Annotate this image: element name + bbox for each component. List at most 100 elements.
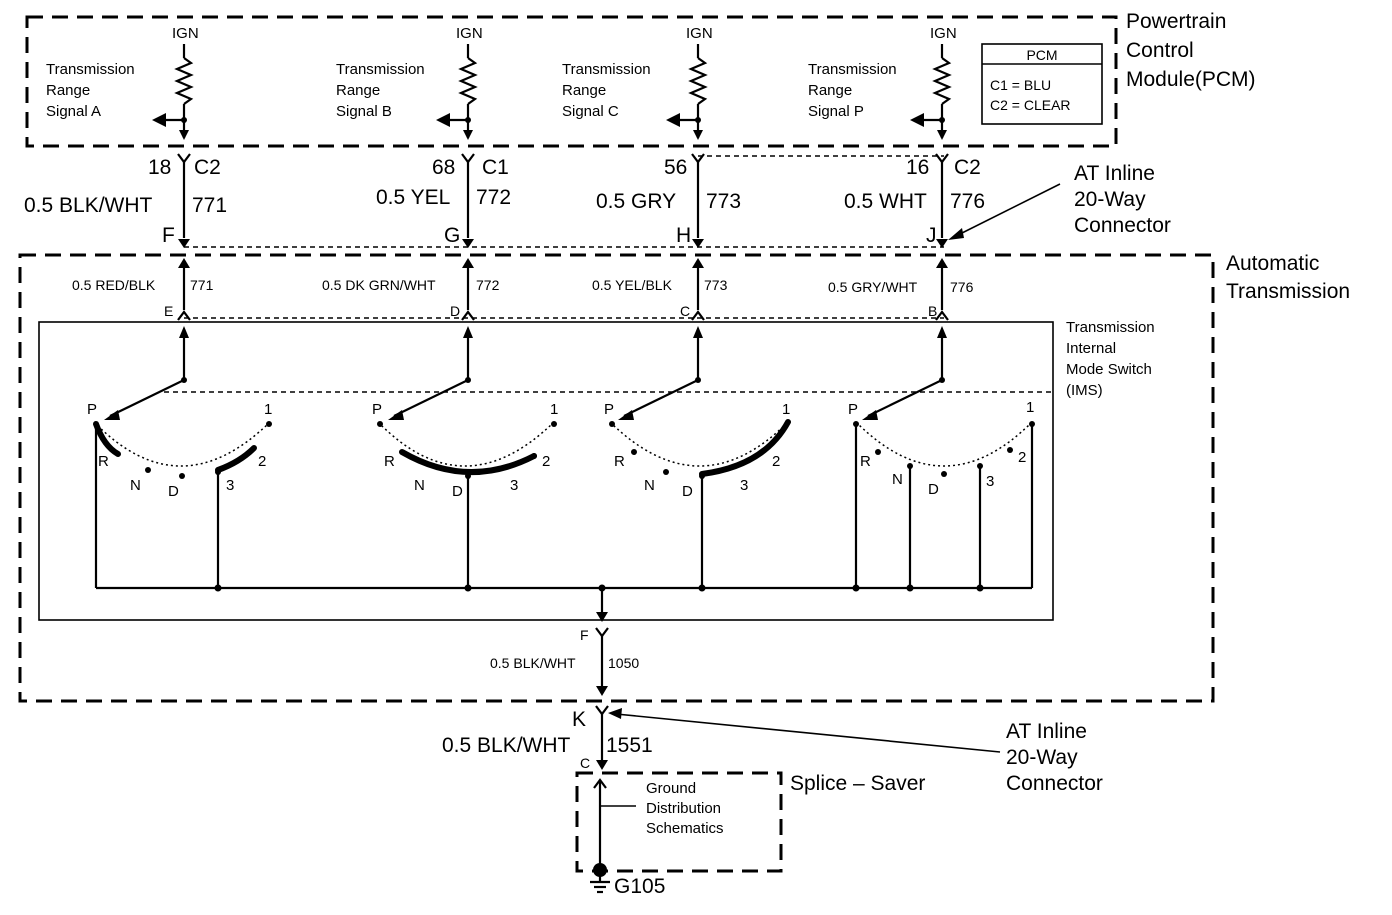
pcm-pin-row: 18 C2 68 C1 56 16 C2 [148,153,981,248]
switch-b-pos-p: P [372,401,382,418]
splice-saver: Splice – Saver Ground Distribution Schem… [575,771,925,877]
lower-wire-c-color: 0.5 YEL/BLK [592,277,673,293]
ign-label-b: IGN [456,25,483,42]
pcm-legend-c2: C2 = CLEAR [990,97,1071,113]
switch-b-pos-d: D [452,483,463,500]
switch-b-pos-n: N [414,477,425,494]
ims-label-line-4: (IMS) [1066,382,1103,399]
ground-wire-2-color: 0.5 BLK/WHT [442,734,571,757]
ign-label-a: IGN [172,25,199,42]
upper-wire-a-color: 0.5 BLK/WHT [24,194,153,217]
lower-wire-b-circuit: 772 [476,277,500,293]
signal-c-line-2: Range [562,82,606,99]
ims-label-line-2: Internal [1066,340,1116,357]
switch-c: P R N D 3 2 1 [604,326,791,588]
upper-wire-a-circuit: 771 [192,194,227,217]
switch-a-pos-n: N [130,477,141,494]
signal-p-line-1: Transmission [808,61,897,78]
signal-a-line-3: Signal A [46,103,101,120]
pcm-pin-c: 56 [664,156,687,179]
automatic-transmission-line-2: Transmission [1226,280,1350,303]
ground-ref-line-2: Distribution [646,800,721,817]
pcm-conn-b: C1 [482,156,509,179]
lower-connector [177,258,949,321]
automatic-transmission-line-1: Automatic [1226,252,1319,275]
switch-p-pos-1: 1 [1026,399,1034,416]
pcm-conn-a: C2 [194,156,221,179]
lower-wire-p-color: 0.5 GRY/WHT [828,279,918,295]
switch-b-pos-3: 3 [510,477,518,494]
switch-p-pos-d: D [928,481,939,498]
switch-c-pos-n: N [644,477,655,494]
splice-saver-label: Splice – Saver [790,772,925,795]
switch-c-pos-r: R [614,453,625,470]
switch-b-pos-1: 1 [550,401,558,418]
switch-b-pos-2: 2 [542,453,550,470]
inline-pin-g: G [444,224,460,247]
lower-pin-c: C [680,303,690,319]
lower-wire-b-color: 0.5 DK GRN/WHT [322,277,436,293]
inline-connector-1: F G H J AT Inline 20-Way Connector [162,162,1171,248]
lower-pin-b: B [928,303,937,319]
inline-pin-j: J [926,224,937,247]
lower-wire-a-color: 0.5 RED/BLK [72,277,156,293]
switch-a-pos-1: 1 [264,401,272,418]
switch-p-pos-3: 3 [986,473,994,490]
switch-a-pos-p: P [87,401,97,418]
pcm-pin-p: 16 [906,156,929,179]
signal-p-line-3: Signal P [808,103,864,120]
inline-pin-f: F [162,224,175,247]
lower-pin-d: D [450,303,460,319]
pcm-title-line-1: Powertrain [1126,10,1226,33]
signal-a-line-2: Range [46,82,90,99]
ign-label-p: IGN [930,25,957,42]
pcm-legend-box [981,43,1103,125]
inline-connector-2-line-2: 20-Way [1006,746,1078,769]
switch-c-pos-2: 2 [772,453,780,470]
ground-wire-1551: K 0.5 BLK/WHT 1551 C AT Inline 20-Way Co… [442,705,1103,795]
inline-connector-1-line-3: Connector [1074,214,1171,237]
switch-c-pos-1: 1 [782,401,790,418]
upper-wire-b-circuit: 772 [476,186,511,209]
pcm-boundary [25,15,1118,148]
signal-b-line-3: Signal B [336,103,392,120]
signal-b-line-1: Transmission [336,61,425,78]
ground-ref-line-3: Schematics [646,820,724,837]
ground-symbol-icon [590,876,610,894]
signal-p-line-2: Range [808,82,852,99]
switch-b: P R N D 3 2 1 [372,326,558,588]
switch-a: P R N D 3 2 1 [87,326,272,588]
switch-a-pos-3: 3 [226,477,234,494]
lower-wire-p-circuit: 776 [950,279,974,295]
inline-connector-2-line-3: Connector [1006,772,1103,795]
upper-wire-p-circuit: 776 [950,190,985,213]
ims-boundary [38,321,1054,621]
switch-p-pos-n: N [892,471,903,488]
inline-connector-1-line-2: 20-Way [1074,188,1146,211]
pcm-input-p: IGN Transmission Range Signal P [808,25,957,140]
inline-connector-2-line-1: AT Inline [1006,720,1087,743]
switch-a-pos-d: D [168,483,179,500]
signal-a-line-1: Transmission [46,61,135,78]
ground-pin-c: C [580,755,590,771]
ground-wire-1-circuit: 1050 [608,655,639,671]
ground-ref-line-1: Ground [646,780,696,797]
ground-wire-2-circuit: 1551 [606,734,653,757]
ims-label-line-3: Mode Switch [1066,361,1152,378]
upper-wire-b-color: 0.5 YEL [376,186,450,209]
switch-p-pos-p: P [848,401,858,418]
ground-pin-f: F [580,627,589,643]
switch-c-pos-d: D [682,483,693,500]
inline-pin-h: H [676,224,691,247]
switch-c-pos-p: P [604,401,614,418]
pcm-pin-a: 18 [148,156,171,179]
pcm-pin-b: 68 [432,156,455,179]
pcm-input-b: IGN Transmission Range Signal B [336,25,483,140]
splice-saver-boundary [575,771,783,873]
pcm-legend-c1: C1 = BLU [990,77,1051,93]
automatic-transmission-boundary [18,253,1215,703]
inline-connector-1-line-1: AT Inline [1074,162,1155,185]
ground-wire-1-color: 0.5 BLK/WHT [490,655,576,671]
